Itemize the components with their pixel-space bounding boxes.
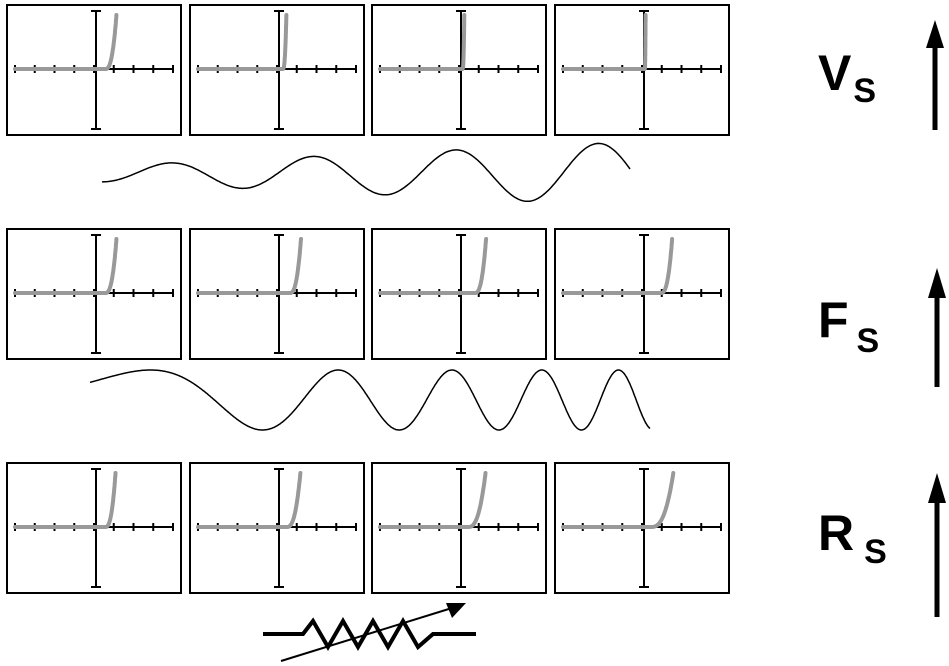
row-voltage: VS [6, 4, 944, 203]
iv-plot-panel [554, 4, 730, 136]
variable-resistor-icon [263, 603, 476, 662]
iv-plot-panel [371, 4, 547, 136]
label-subscript: S [857, 322, 880, 360]
label-main: V [818, 45, 852, 101]
iv-trace [196, 471, 303, 529]
up-arrow-icon [926, 20, 944, 130]
panel-frame [189, 228, 365, 360]
label-subscript: S [853, 72, 876, 110]
iv-plot-panel [6, 4, 182, 136]
iv-plot-panel [189, 228, 365, 360]
panel-frame [6, 462, 182, 594]
panel-frame [6, 4, 182, 136]
iv-trace [13, 13, 119, 71]
iv-trace [13, 471, 118, 529]
iv-plot-panel [189, 462, 365, 594]
panel-frame [371, 228, 547, 360]
panel-row-frequency [6, 228, 730, 360]
iv-trace [378, 237, 489, 295]
increasing-frequency-sine-icon [89, 369, 651, 431]
iv-plot-panel [371, 228, 547, 360]
panel-frame [371, 462, 547, 594]
iv-plot-panel [371, 462, 547, 594]
panel-frame [6, 228, 182, 360]
up-arrow-icon [928, 268, 946, 387]
panel-frame [371, 4, 547, 136]
label-subscript: S [864, 533, 887, 571]
iv-plot-panel [189, 4, 365, 136]
growing-amplitude-sine-icon [102, 142, 631, 203]
iv-trace [196, 13, 289, 71]
iv-trace [561, 237, 675, 295]
panel-frame [554, 462, 730, 594]
up-arrow-icon [928, 473, 946, 617]
iv-trace [561, 13, 648, 71]
panel-row-resistance [6, 462, 730, 594]
iv-trace [13, 237, 119, 295]
iv-trace [378, 471, 488, 529]
iv-plot-panel [6, 462, 182, 594]
iv-trace [561, 471, 676, 529]
label-main: R [818, 505, 854, 561]
panel-frame [554, 228, 730, 360]
iv-trace [196, 237, 303, 295]
panel-frame [189, 4, 365, 136]
panel-row-voltage [6, 4, 730, 136]
iv-trace [378, 13, 467, 71]
panel-frame [554, 4, 730, 136]
row-label-voltage: VS [818, 45, 876, 110]
label-main: F [818, 292, 849, 348]
iv-plot-panel [554, 228, 730, 360]
panel-frame [189, 462, 365, 594]
iv-plot-panel [554, 462, 730, 594]
iv-plot-panel [6, 228, 182, 360]
